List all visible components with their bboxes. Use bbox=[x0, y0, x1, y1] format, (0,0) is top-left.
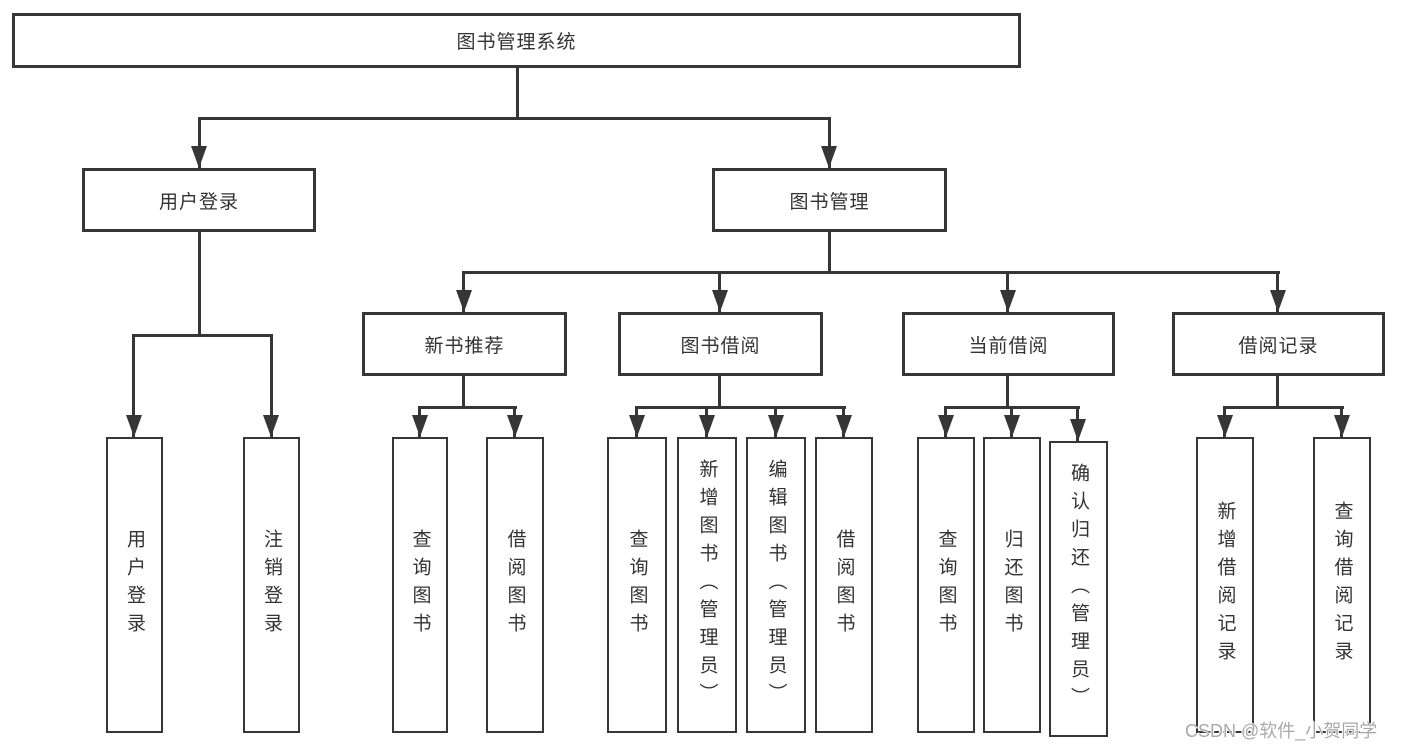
arrowhead-icon bbox=[1270, 290, 1286, 312]
node-user-login-module: 用户登录 bbox=[82, 168, 316, 232]
leaf-query-book-1-label: 查询图书 bbox=[409, 529, 431, 641]
arrowhead-icon bbox=[507, 415, 523, 437]
arrowhead-icon bbox=[1004, 415, 1020, 437]
arrowhead-icon bbox=[768, 415, 784, 437]
node-borrowing-records-label: 借阅记录 bbox=[1238, 335, 1319, 357]
leaf-add-book-admin: 新增图书（管理员） bbox=[677, 437, 737, 733]
leaf-borrow-book-2-label: 借阅图书 bbox=[833, 529, 855, 641]
leaf-edit-book-admin-label: 编辑图书（管理员） bbox=[765, 459, 787, 711]
leaf-add-borrow-record: 新增借阅记录 bbox=[1196, 437, 1254, 733]
connector-line bbox=[198, 232, 201, 335]
leaf-user-login: 用户登录 bbox=[106, 437, 163, 733]
arrowhead-icon bbox=[1217, 415, 1233, 437]
node-current-borrowing-label: 当前借阅 bbox=[968, 335, 1049, 357]
connector-line bbox=[828, 117, 831, 168]
node-borrowing-records: 借阅记录 bbox=[1172, 312, 1385, 376]
connector-line bbox=[270, 334, 273, 437]
connector-line bbox=[635, 406, 846, 409]
leaf-query-book-3-label: 查询图书 bbox=[935, 529, 957, 641]
node-new-book-recommend: 新书推荐 bbox=[362, 312, 567, 376]
connector-line bbox=[1223, 406, 1344, 409]
connector-line bbox=[1006, 376, 1009, 409]
leaf-add-book-admin-label: 新增图书（管理员） bbox=[696, 459, 718, 711]
leaf-borrow-book-1-label: 借阅图书 bbox=[504, 529, 526, 641]
arrowhead-icon bbox=[836, 415, 852, 437]
arrowhead-icon bbox=[412, 415, 428, 437]
connector-line bbox=[462, 376, 465, 409]
leaf-borrow-book-2: 借阅图书 bbox=[815, 437, 873, 733]
leaf-confirm-return-admin-label: 确认归还（管理员） bbox=[1068, 463, 1089, 715]
node-book-management: 图书管理 bbox=[712, 168, 947, 232]
arrowhead-icon bbox=[191, 146, 207, 168]
arrowhead-icon bbox=[938, 415, 954, 437]
leaf-query-book-2-label: 查询图书 bbox=[626, 529, 648, 641]
connector-line bbox=[462, 271, 1280, 274]
connector-line bbox=[418, 406, 517, 409]
arrowhead-icon bbox=[263, 415, 279, 437]
leaf-query-borrow-record-label: 查询借阅记录 bbox=[1331, 501, 1353, 669]
leaf-return-book-label: 归还图书 bbox=[1001, 529, 1023, 641]
arrowhead-icon bbox=[821, 146, 837, 168]
connector-line bbox=[718, 376, 721, 409]
node-current-borrowing: 当前借阅 bbox=[902, 312, 1115, 376]
leaf-borrow-book-1: 借阅图书 bbox=[486, 437, 544, 733]
arrowhead-icon bbox=[1000, 290, 1016, 312]
arrowhead-icon bbox=[126, 415, 142, 437]
connector-line bbox=[828, 232, 831, 274]
leaf-add-borrow-record-label: 新增借阅记录 bbox=[1214, 501, 1236, 669]
arrowhead-icon bbox=[629, 415, 645, 437]
leaf-logout-label: 注销登录 bbox=[261, 529, 282, 641]
connector-line bbox=[198, 117, 831, 120]
arrowhead-icon bbox=[1070, 419, 1086, 441]
arrowhead-icon bbox=[699, 415, 715, 437]
connector-line bbox=[132, 334, 135, 437]
arrowhead-icon bbox=[456, 290, 472, 312]
node-library-system-label: 图书管理系统 bbox=[456, 32, 577, 53]
connector-line bbox=[516, 68, 519, 118]
csdn-watermark: CSDN @软件_小贺同学 bbox=[1185, 721, 1378, 741]
node-book-borrowing-label: 图书借阅 bbox=[680, 335, 761, 357]
node-library-system: 图书管理系统 bbox=[12, 13, 1021, 68]
leaf-query-book-1: 查询图书 bbox=[392, 437, 448, 733]
connector-line bbox=[132, 334, 273, 337]
node-book-borrowing: 图书借阅 bbox=[618, 312, 823, 376]
node-user-login-module-label: 用户登录 bbox=[158, 191, 239, 213]
leaf-logout: 注销登录 bbox=[243, 437, 300, 733]
leaf-query-book-2: 查询图书 bbox=[607, 437, 667, 733]
node-new-book-recommend-label: 新书推荐 bbox=[424, 335, 505, 357]
leaf-query-borrow-record: 查询借阅记录 bbox=[1313, 437, 1371, 733]
leaf-user-login-label: 用户登录 bbox=[124, 529, 145, 641]
arrowhead-icon bbox=[712, 290, 728, 312]
arrowhead-icon bbox=[1334, 415, 1350, 437]
leaf-edit-book-admin: 编辑图书（管理员） bbox=[746, 437, 806, 733]
connector-line bbox=[198, 117, 201, 168]
connector-line bbox=[1276, 376, 1279, 409]
leaf-return-book: 归还图书 bbox=[983, 437, 1041, 733]
leaf-confirm-return-admin: 确认归还（管理员） bbox=[1049, 441, 1108, 737]
node-book-management-label: 图书管理 bbox=[789, 191, 870, 213]
leaf-query-book-3: 查询图书 bbox=[917, 437, 975, 733]
